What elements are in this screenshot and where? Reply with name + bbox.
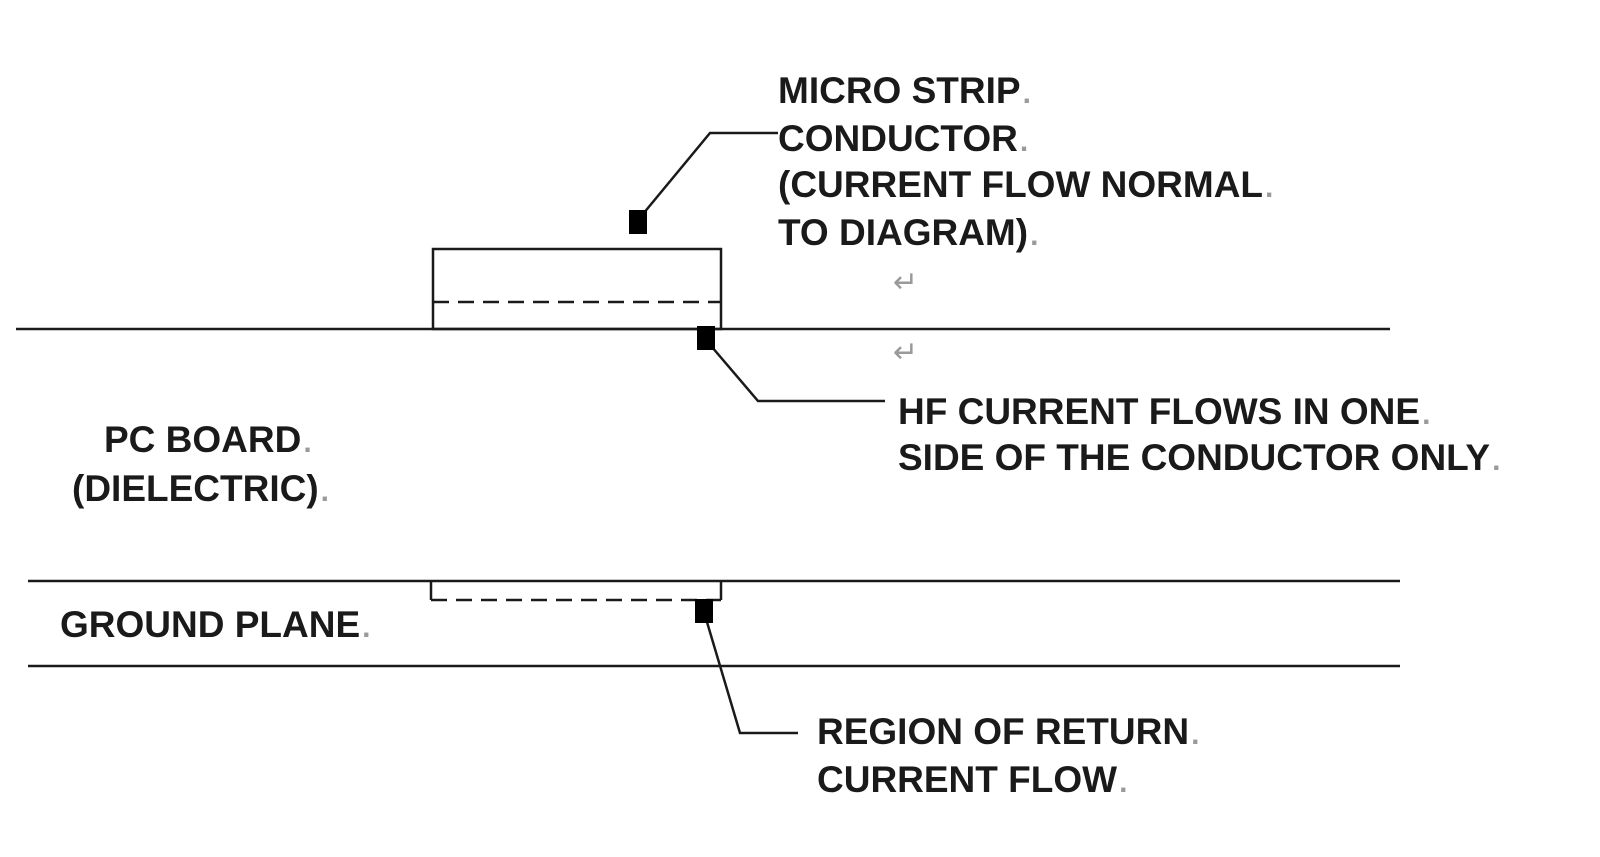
microstrip-leader-marker (629, 210, 647, 234)
microstrip-leader-line (637, 131, 778, 221)
hf-current-label: HF CURRENT FLOWS IN ONE. SIDE OF THE CON… (898, 391, 1500, 478)
return-region-leader-line (702, 611, 798, 735)
paragraph-mark-icon: ↵ (893, 336, 918, 369)
hf-current-leader-marker (697, 326, 715, 350)
return-region-label: REGION OF RETURN. CURRENT FLOW. (817, 711, 1210, 800)
paragraph-mark-icon: ↵ (893, 266, 918, 299)
hf-current-leader-line (705, 339, 885, 403)
microstrip-conductor (431, 247, 723, 331)
ground-plane-label: GROUND PLANE. (60, 604, 370, 645)
microstrip-label: MICRO STRIP. CONDUCTOR. (CURRENT FLOW NO… (778, 70, 1284, 253)
return-current-region (429, 581, 723, 600)
return-region-leader-marker (695, 599, 713, 623)
pc-board-label: PC BOARD. (DIELECTRIC). (72, 419, 329, 509)
